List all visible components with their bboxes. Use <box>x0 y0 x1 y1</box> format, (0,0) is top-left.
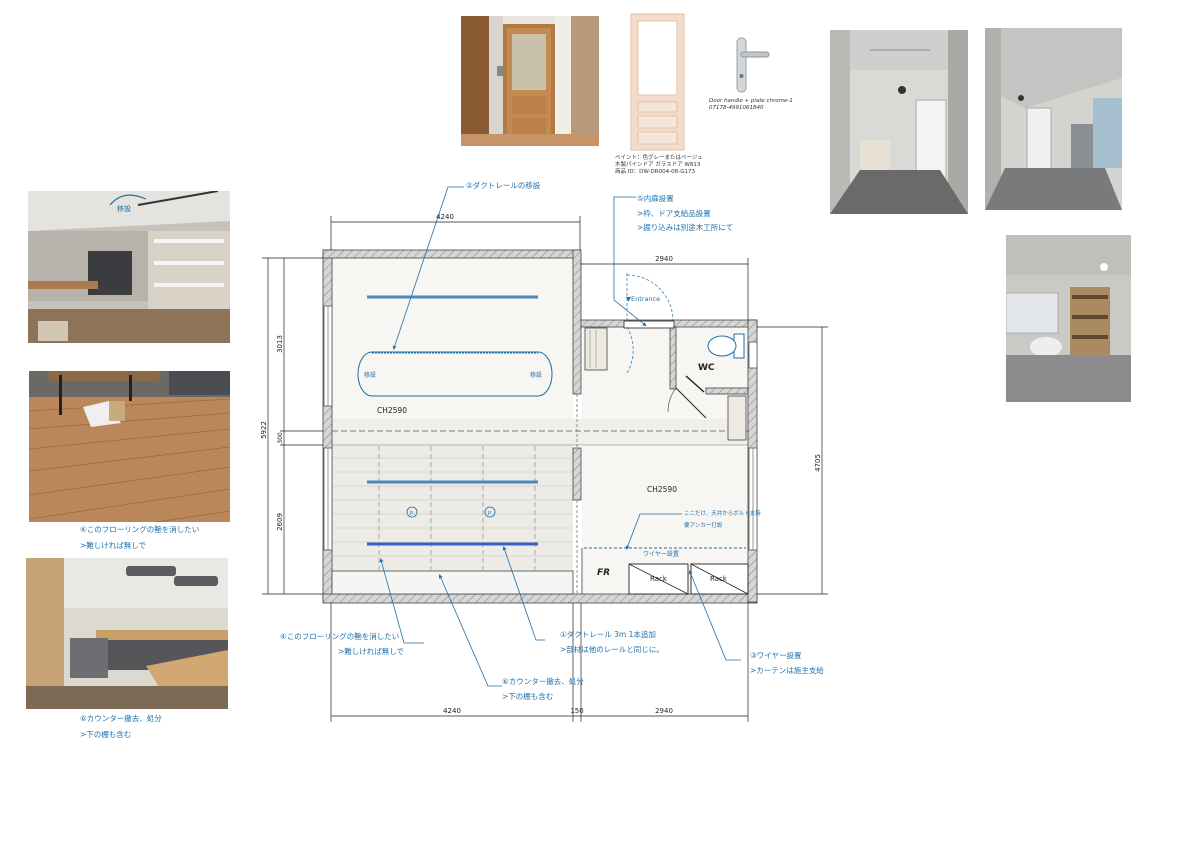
door-product-text: ペイント：色グレーまたはベージュ 木製パインドア ガラスドア W813 商品 I… <box>615 155 703 175</box>
wire-label: ワイヤー設置 <box>643 550 679 558</box>
rack-label-1: Rack <box>650 575 668 583</box>
door-photo <box>461 16 599 146</box>
entrance-label: ▼Entrance <box>626 295 660 303</box>
door-handle-image <box>733 36 771 94</box>
anchor-note: 要アンカー打設 <box>684 521 723 529</box>
dim-right-total: 4705 <box>814 454 822 472</box>
wire-note: ③ワイヤー設置 >カーテンは施主支給 <box>750 651 824 675</box>
relocate-label-right: 移設 <box>530 371 542 379</box>
corner-photo <box>1006 235 1131 402</box>
dim-bottom-left: 4240 <box>443 707 461 715</box>
ceiling-height-left: CH2590 <box>377 406 407 415</box>
dim-top-right: 2940 <box>655 255 673 263</box>
flooring-note-photo: ④このフローリングの艶を消したい >難しければ無しで <box>80 525 200 550</box>
rack-label-2: Rack <box>710 575 728 583</box>
dim-left-total: 5922 <box>260 421 268 439</box>
ceiling-height-right: CH2590 <box>647 485 677 494</box>
flooring-note-plan: ④このフローリングの艶を消したい >難しければ無しで <box>280 632 405 656</box>
wc-label: WC <box>698 363 715 373</box>
pine-door-product-image <box>629 12 686 152</box>
entrance-photo-1 <box>830 30 968 214</box>
dim-bottom-mid: 150 <box>570 707 583 715</box>
duct-rail-photo: 移設 <box>28 191 230 343</box>
dim-left-upper: 3013 <box>276 335 284 353</box>
dim-left-mid: 300 <box>277 432 284 444</box>
light-marker-2: P <box>488 511 491 517</box>
light-marker-1: P <box>410 511 413 517</box>
duct-relocate-note: ②ダクトレールの移設 <box>466 181 541 190</box>
duct-add-note: ①ダクトレール 3m 1本追加 >部材は他のレールと同じに。 <box>560 630 664 654</box>
dim-bottom-right: 2940 <box>655 707 673 715</box>
fr-label: FR <box>597 568 610 578</box>
inner-door-note: ⑤内扉設置 >枠、ドア支給品設置 >掘り込みは別途木工所にて <box>637 194 734 233</box>
dim-left-lower: 2609 <box>276 513 284 531</box>
ceiling-bolt-note: ここだけ、天井からボルト支持 <box>684 509 761 517</box>
counter-note-photo: ⑥カウンター撤去、処分 >下の棚も含む <box>80 714 162 739</box>
entrance-photo-2 <box>985 28 1122 210</box>
relocate-label-left: 移設 <box>364 371 376 379</box>
flooring-photo <box>29 371 230 522</box>
counter-note-plan: ⑥カウンター撤去、処分 >下の棚も含む <box>502 677 584 701</box>
relocate-tag: 移設 <box>117 205 131 213</box>
handle-product-text: Door handle + plate chrome-1 07178-49910… <box>709 98 793 111</box>
counter-photo <box>26 558 228 709</box>
dim-top-left: 4240 <box>436 213 454 221</box>
